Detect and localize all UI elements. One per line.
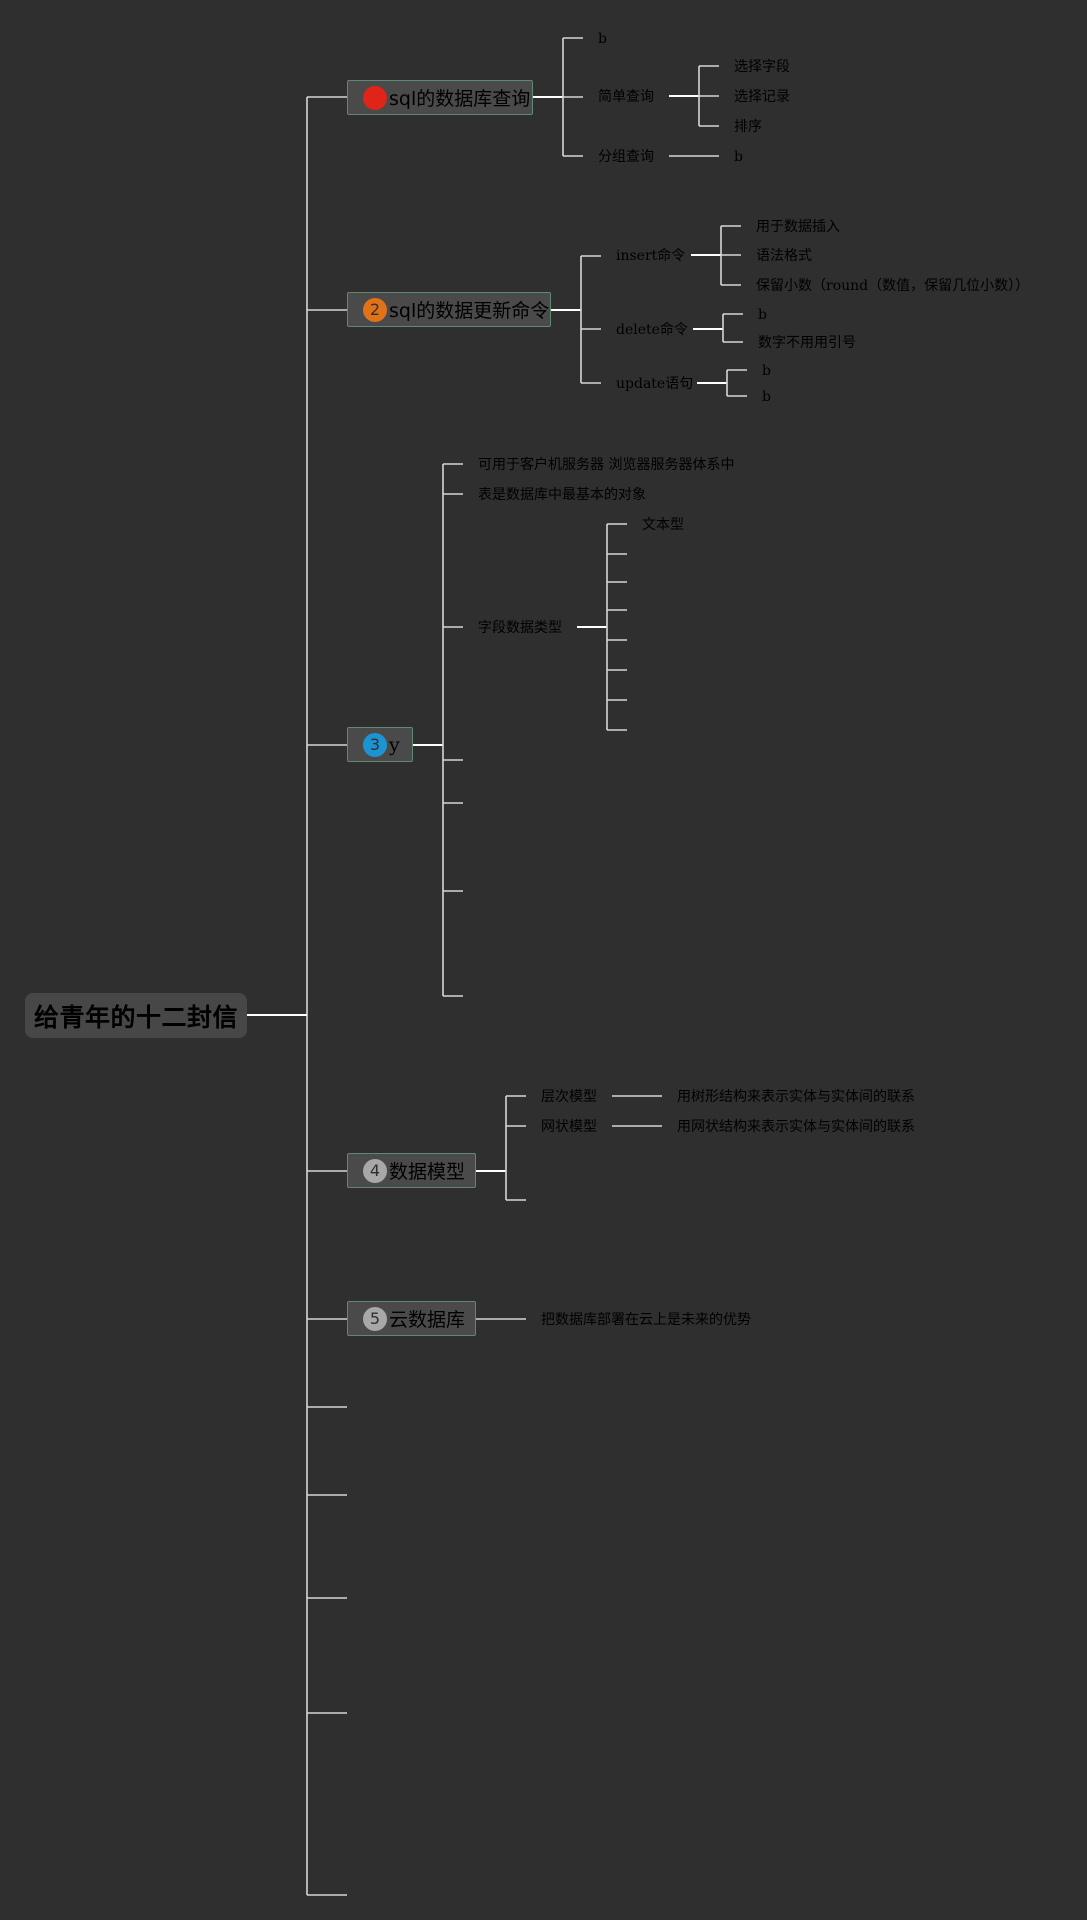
red-number-badge — [363, 85, 387, 110]
gray-number-badge: 4 — [363, 1158, 387, 1183]
subtopic-insert[interactable]: insert命令 — [616, 248, 686, 264]
leaf-for-insert[interactable]: 用于数据插入 — [756, 219, 840, 235]
leaf-b[interactable]: b — [762, 389, 771, 405]
root-topic[interactable]: 给青年的十二封信 — [25, 993, 247, 1038]
orange-number-badge: 2 — [363, 297, 387, 322]
subtopic-b[interactable]: b — [598, 31, 607, 47]
leaf-no-quotes[interactable]: 数字不用用引号 — [758, 335, 856, 351]
branch-label: y — [389, 733, 400, 756]
leaf-b[interactable]: b — [734, 149, 743, 165]
subtopic-group-query[interactable]: 分组查询 — [598, 149, 654, 165]
subtopic-network-model[interactable]: 网状模型 — [541, 1119, 597, 1135]
subtopic-client-server[interactable]: 可用于客户机服务器 浏览器服务器体系中 — [478, 457, 735, 473]
branch-label: sql的数据库查询 — [389, 88, 531, 110]
subtopic-hierarchical-model[interactable]: 层次模型 — [541, 1089, 597, 1105]
branch-data-model[interactable]: 4 数据模型 — [347, 1153, 476, 1188]
leaf-network-structure[interactable]: 用网状结构来表示实体与实体间的联系 — [677, 1119, 915, 1135]
leaf-b[interactable]: b — [758, 307, 767, 323]
leaf-select-records[interactable]: 选择记录 — [734, 89, 790, 105]
leaf-select-fields[interactable]: 选择字段 — [734, 59, 790, 75]
blue-number-badge: 3 — [363, 732, 387, 757]
gray-number-badge: 5 — [363, 1306, 387, 1331]
leaf-b[interactable]: b — [762, 363, 771, 379]
branch-label: 云数据库 — [389, 1309, 466, 1331]
branch-cloud-db[interactable]: 5 云数据库 — [347, 1301, 476, 1336]
leaf-text-type[interactable]: 文本型 — [642, 517, 684, 533]
leaf-round[interactable]: 保留小数（round（数值，保留几位小数）） — [756, 278, 1030, 294]
branch-y[interactable]: 3 y — [347, 727, 413, 762]
subtopic-field-types[interactable]: 字段数据类型 — [478, 620, 562, 636]
leaf-tree-structure[interactable]: 用树形结构来表示实体与实体间的联系 — [677, 1089, 915, 1105]
branch-label: sql的数据更新命令 — [389, 300, 550, 322]
branch-sql-update[interactable]: 2 sql的数据更新命令 — [347, 292, 551, 327]
leaf-sort[interactable]: 排序 — [734, 119, 762, 135]
leaf-syntax[interactable]: 语法格式 — [756, 248, 812, 264]
branch-label: 数据模型 — [389, 1161, 466, 1183]
subtopic-table-object[interactable]: 表是数据库中最基本的对象 — [478, 487, 646, 503]
subtopic-update[interactable]: update语句 — [616, 376, 694, 392]
branch-sql-query[interactable]: sql的数据库查询 — [347, 80, 533, 115]
subtopic-delete[interactable]: delete命令 — [616, 322, 688, 338]
subtopic-simple-query[interactable]: 简单查询 — [598, 89, 654, 105]
subtopic-cloud-future[interactable]: 把数据库部署在云上是未来的优势 — [541, 1312, 751, 1328]
